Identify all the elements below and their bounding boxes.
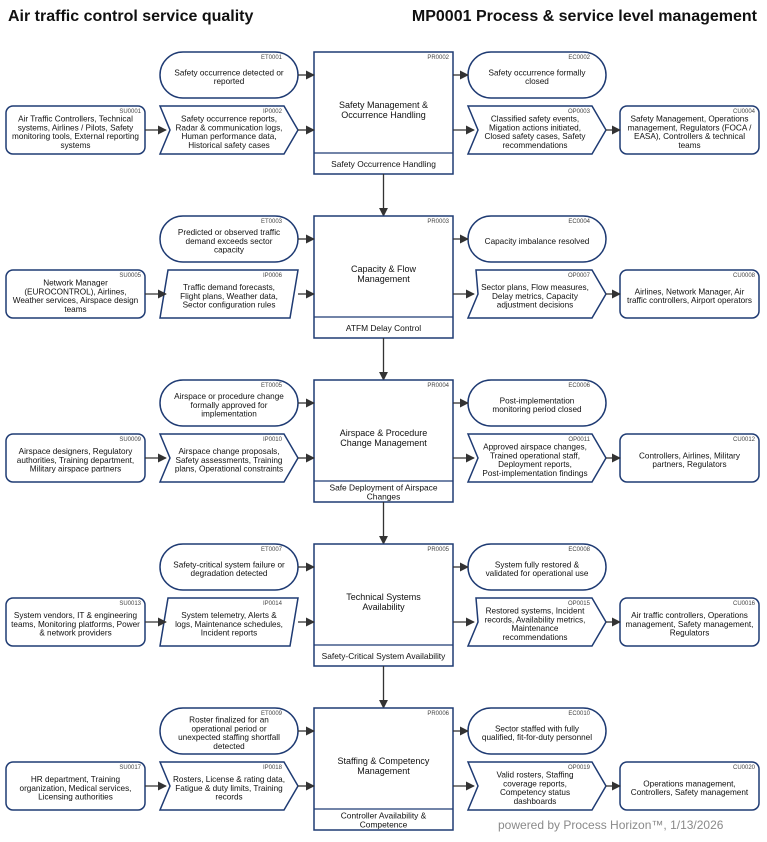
customer-id: CU0004 — [733, 109, 756, 115]
output-text: Classified safety events,Migation action… — [484, 115, 586, 151]
process-id: PR0002 — [427, 55, 449, 61]
input-box[interactable] — [159, 269, 299, 319]
footer-credit: powered by Process Horizon™, 1/13/2026 — [498, 818, 724, 832]
input-id: IP0014 — [263, 601, 283, 607]
customer-id: CU0012 — [733, 437, 756, 443]
trigger-id: ET0003 — [261, 219, 283, 225]
customer-id: CU0020 — [733, 765, 756, 771]
output-text: Approved airspace changes,Trained operat… — [482, 443, 587, 479]
input-id: IP0018 — [263, 765, 283, 771]
end-event-id: EC0010 — [568, 711, 590, 717]
output-id: OP0019 — [568, 765, 591, 771]
output-id: OP0015 — [568, 601, 591, 607]
service-name: ATFM Delay Control — [346, 323, 421, 333]
output-id: OP0003 — [568, 109, 591, 115]
supplier-id: SU0001 — [119, 109, 141, 115]
output-id: OP0007 — [568, 273, 591, 279]
output-text: Sector plans, Flow measures,Delay metric… — [481, 283, 589, 310]
supplier-id: SU0013 — [119, 601, 141, 607]
process-id: PR0005 — [427, 547, 449, 553]
output-box[interactable] — [466, 761, 607, 811]
end-event-text: Capacity imbalance resolved — [485, 237, 590, 246]
input-box[interactable] — [158, 433, 299, 483]
end-event-id: EC0006 — [568, 383, 590, 389]
output-id: OP0011 — [568, 437, 590, 443]
process-box[interactable] — [313, 707, 454, 831]
input-id: IP0010 — [263, 437, 283, 443]
process-box[interactable] — [313, 379, 454, 503]
end-event-id: EC0002 — [568, 55, 590, 61]
input-text: Traffic demand forecasts,Flight plans, W… — [180, 283, 278, 310]
process-box[interactable] — [313, 543, 454, 667]
customer-id: CU0008 — [733, 273, 756, 279]
process-group-title: MP0001 Process & service level managemen… — [411, 8, 757, 25]
end-event-id: EC0008 — [568, 547, 590, 553]
process-id: PR0006 — [427, 711, 449, 717]
output-box[interactable] — [466, 269, 607, 319]
output-box[interactable] — [466, 597, 607, 647]
process-id: PR0004 — [427, 383, 449, 389]
trigger-id: ET0001 — [261, 55, 283, 61]
input-box[interactable] — [159, 597, 299, 647]
end-event-text: System fully restored &validated for ope… — [486, 560, 589, 578]
process-id: PR0003 — [427, 219, 449, 225]
input-box[interactable] — [158, 105, 299, 155]
supplier-text: Network Manager(EUROCONTROL), Airlines,W… — [13, 279, 139, 315]
process-name: Safety Management &Occurrence Handling — [339, 100, 428, 120]
input-text: System telemetry, Alerts &logs, Maintena… — [175, 611, 283, 638]
output-box[interactable] — [466, 105, 607, 155]
supplier-id: SU0017 — [119, 765, 141, 771]
trigger-id: ET0005 — [261, 383, 283, 389]
supplier-id: SU0005 — [119, 273, 141, 279]
input-text: Airspace change proposals,Safety assessm… — [175, 447, 283, 474]
input-box[interactable] — [158, 761, 299, 811]
customer-id: CU0016 — [733, 601, 756, 607]
service-name: Safety-Critical System Availability — [322, 651, 446, 661]
process-box[interactable] — [313, 51, 454, 175]
supplier-id: SU0009 — [119, 437, 141, 443]
input-id: IP0002 — [263, 109, 283, 115]
page-title: Air traffic control service quality — [8, 8, 254, 25]
input-text: Rosters, License & rating data,Fatigue &… — [173, 775, 285, 802]
trigger-id: ET0009 — [261, 711, 283, 717]
input-id: IP0006 — [263, 273, 283, 279]
service-name: Controller Availability &Competence — [341, 810, 427, 829]
output-box[interactable] — [466, 433, 607, 483]
input-text: Safety occurrence reports,Radar & commun… — [176, 115, 283, 151]
process-box[interactable] — [313, 215, 454, 339]
customer-text: Operations management,Controllers, Safet… — [631, 779, 749, 797]
service-name: Safety Occurrence Handling — [331, 159, 436, 169]
end-event-id: EC0004 — [568, 219, 590, 225]
trigger-id: ET0007 — [261, 547, 283, 553]
